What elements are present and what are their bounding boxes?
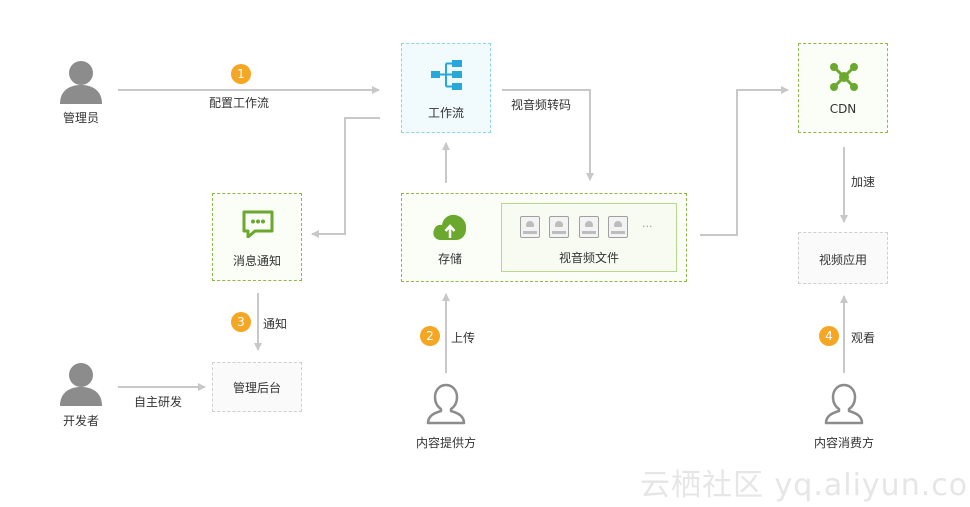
workflow-box[interactable]: 工作流 xyxy=(401,43,491,133)
edge-label-upload: 上传 xyxy=(451,331,476,345)
person-outline-icon xyxy=(824,383,864,425)
person-filled-icon xyxy=(60,363,102,406)
workflow-label: 工作流 xyxy=(427,106,464,120)
edge-label-self-dev: 自主研发 xyxy=(134,395,183,409)
developer-node: 开发者 xyxy=(56,360,106,432)
video-app-box[interactable]: 视频应用 xyxy=(798,232,888,284)
provider-label: 内容提供方 xyxy=(415,436,476,450)
arrow-to-cdn xyxy=(700,86,789,236)
console-box[interactable]: 管理后台 xyxy=(212,362,302,412)
storage-label: 存储 xyxy=(437,252,462,266)
step-badge-2: 2 xyxy=(420,326,440,346)
arrow-transcode xyxy=(502,89,594,181)
file-icon xyxy=(608,216,628,238)
admin-node: 管理员 xyxy=(56,58,106,128)
cloud-upload-icon xyxy=(433,214,467,240)
tree-icon xyxy=(431,60,462,90)
message-label: 消息通知 xyxy=(232,254,281,268)
consumer-label: 内容消费方 xyxy=(813,436,874,450)
file-icon xyxy=(579,216,599,238)
edge-label-watch: 观看 xyxy=(851,331,876,345)
developer-label: 开发者 xyxy=(62,414,99,428)
edge-label-transcode: 视音频转码 xyxy=(511,98,572,112)
person-filled-icon xyxy=(60,61,102,104)
edge-label-notify: 通知 xyxy=(263,317,288,331)
admin-label: 管理员 xyxy=(62,111,99,125)
cdn-box[interactable]: CDN xyxy=(798,43,888,133)
consumer-node: 内容消费方 xyxy=(804,382,884,454)
video-app-label: 视频应用 xyxy=(818,253,867,267)
step-badge-1: 1 xyxy=(231,64,251,84)
step-badge-4: 4 xyxy=(819,326,839,346)
watermark: 云栖社区 yq.aliyun.com xyxy=(640,468,970,503)
arrow-to-message xyxy=(311,117,380,238)
message-icon xyxy=(242,210,274,238)
message-box[interactable]: 消息通知 xyxy=(212,193,302,281)
ellipsis: ... xyxy=(642,217,653,230)
storage-box[interactable]: 存储 ... 视音频文件 xyxy=(401,193,687,282)
file-icon xyxy=(520,216,540,238)
cdn-label: CDN xyxy=(829,102,857,116)
console-label: 管理后台 xyxy=(232,381,281,395)
media-files-label: 视音频文件 xyxy=(558,251,619,265)
media-files-box[interactable]: ... 视音频文件 xyxy=(501,203,677,272)
step-badge-3: 3 xyxy=(231,312,251,332)
edge-label-accelerate: 加速 xyxy=(851,175,876,189)
provider-node: 内容提供方 xyxy=(406,382,486,454)
network-icon xyxy=(830,63,858,91)
person-outline-icon xyxy=(426,383,466,425)
file-icon xyxy=(549,216,569,238)
edge-label-config-workflow: 配置工作流 xyxy=(209,96,270,110)
